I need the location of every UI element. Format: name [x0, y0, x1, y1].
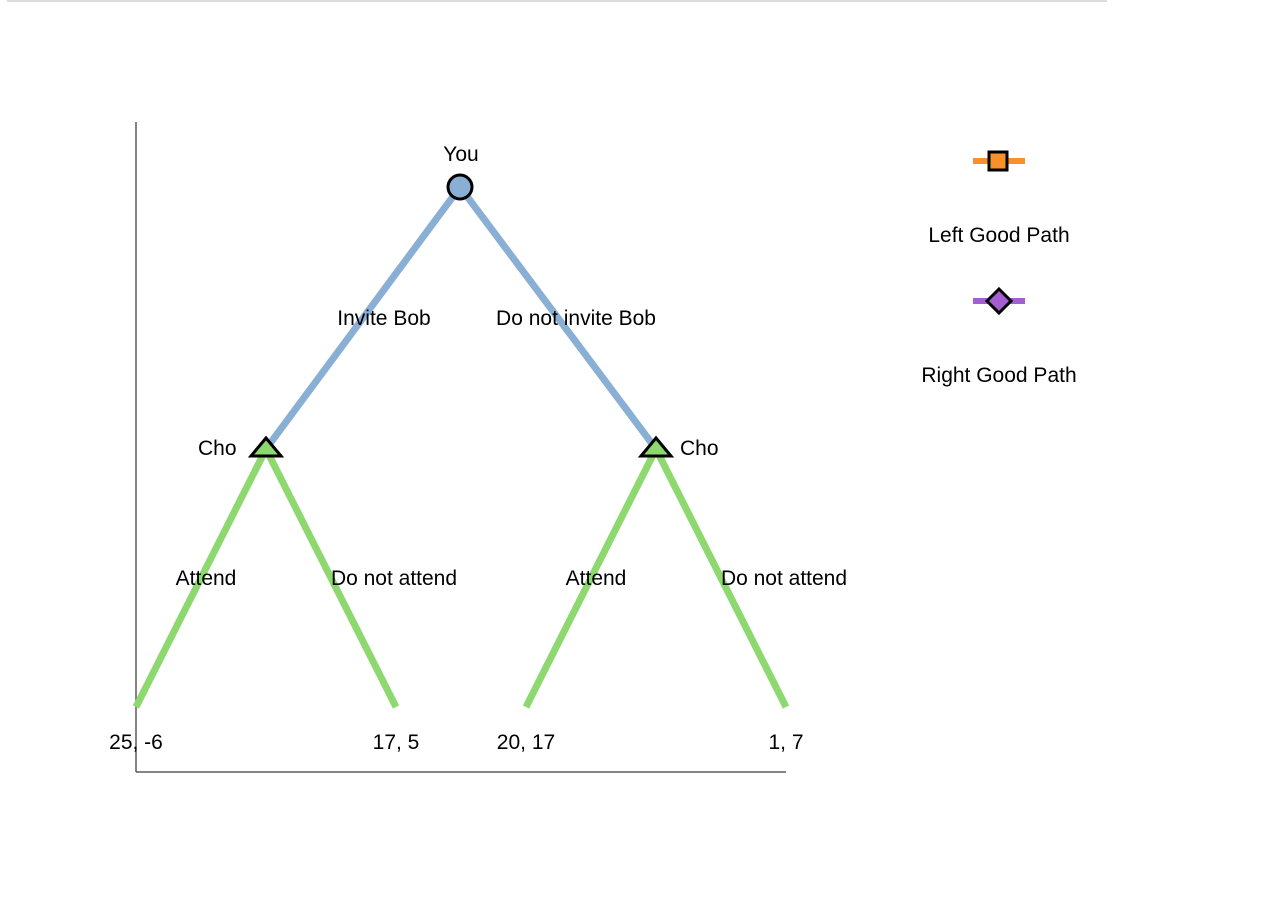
root-node-label: You [443, 143, 479, 166]
legend-left-good-path-label: Left Good Path [928, 224, 1070, 247]
cho-left-triangle-icon [247, 435, 285, 458]
edge-left-do-not-attend [262, 447, 400, 709]
legend-right-good-path-label: Right Good Path [921, 364, 1077, 387]
cho-right-triangle-icon [637, 435, 675, 458]
cho-left-label: Cho [198, 437, 237, 460]
edge-right-attend [522, 447, 660, 709]
edge-label-left-attend: Attend [175, 567, 237, 590]
edge-label-invite-bob: Invite Bob [337, 307, 431, 330]
legend-left-good-path-marker-icon [973, 150, 1025, 172]
edge-invite-bob [263, 184, 463, 452]
legend-right-good-path-marker-icon [973, 286, 1025, 316]
payoff-4: 1, 7 [768, 731, 804, 754]
edge-left-attend [132, 447, 270, 709]
edge-label-right-attend: Attend [565, 567, 627, 590]
edge-do-not-invite-bob [457, 184, 659, 452]
payoff-1: 25, -6 [109, 731, 163, 754]
payoff-2: 17, 5 [372, 731, 420, 754]
edge-right-do-not-attend [652, 447, 790, 709]
root-node-circle-icon [446, 173, 474, 201]
top-divider [7, 0, 1107, 2]
cho-right-label: Cho [680, 437, 719, 460]
edge-label-do-not-invite-bob: Do not invite Bob [496, 307, 656, 330]
edge-label-right-do-not-attend: Do not attend [720, 567, 848, 590]
payoff-3: 20, 17 [496, 731, 556, 754]
edge-label-left-do-not-attend: Do not attend [330, 567, 458, 590]
